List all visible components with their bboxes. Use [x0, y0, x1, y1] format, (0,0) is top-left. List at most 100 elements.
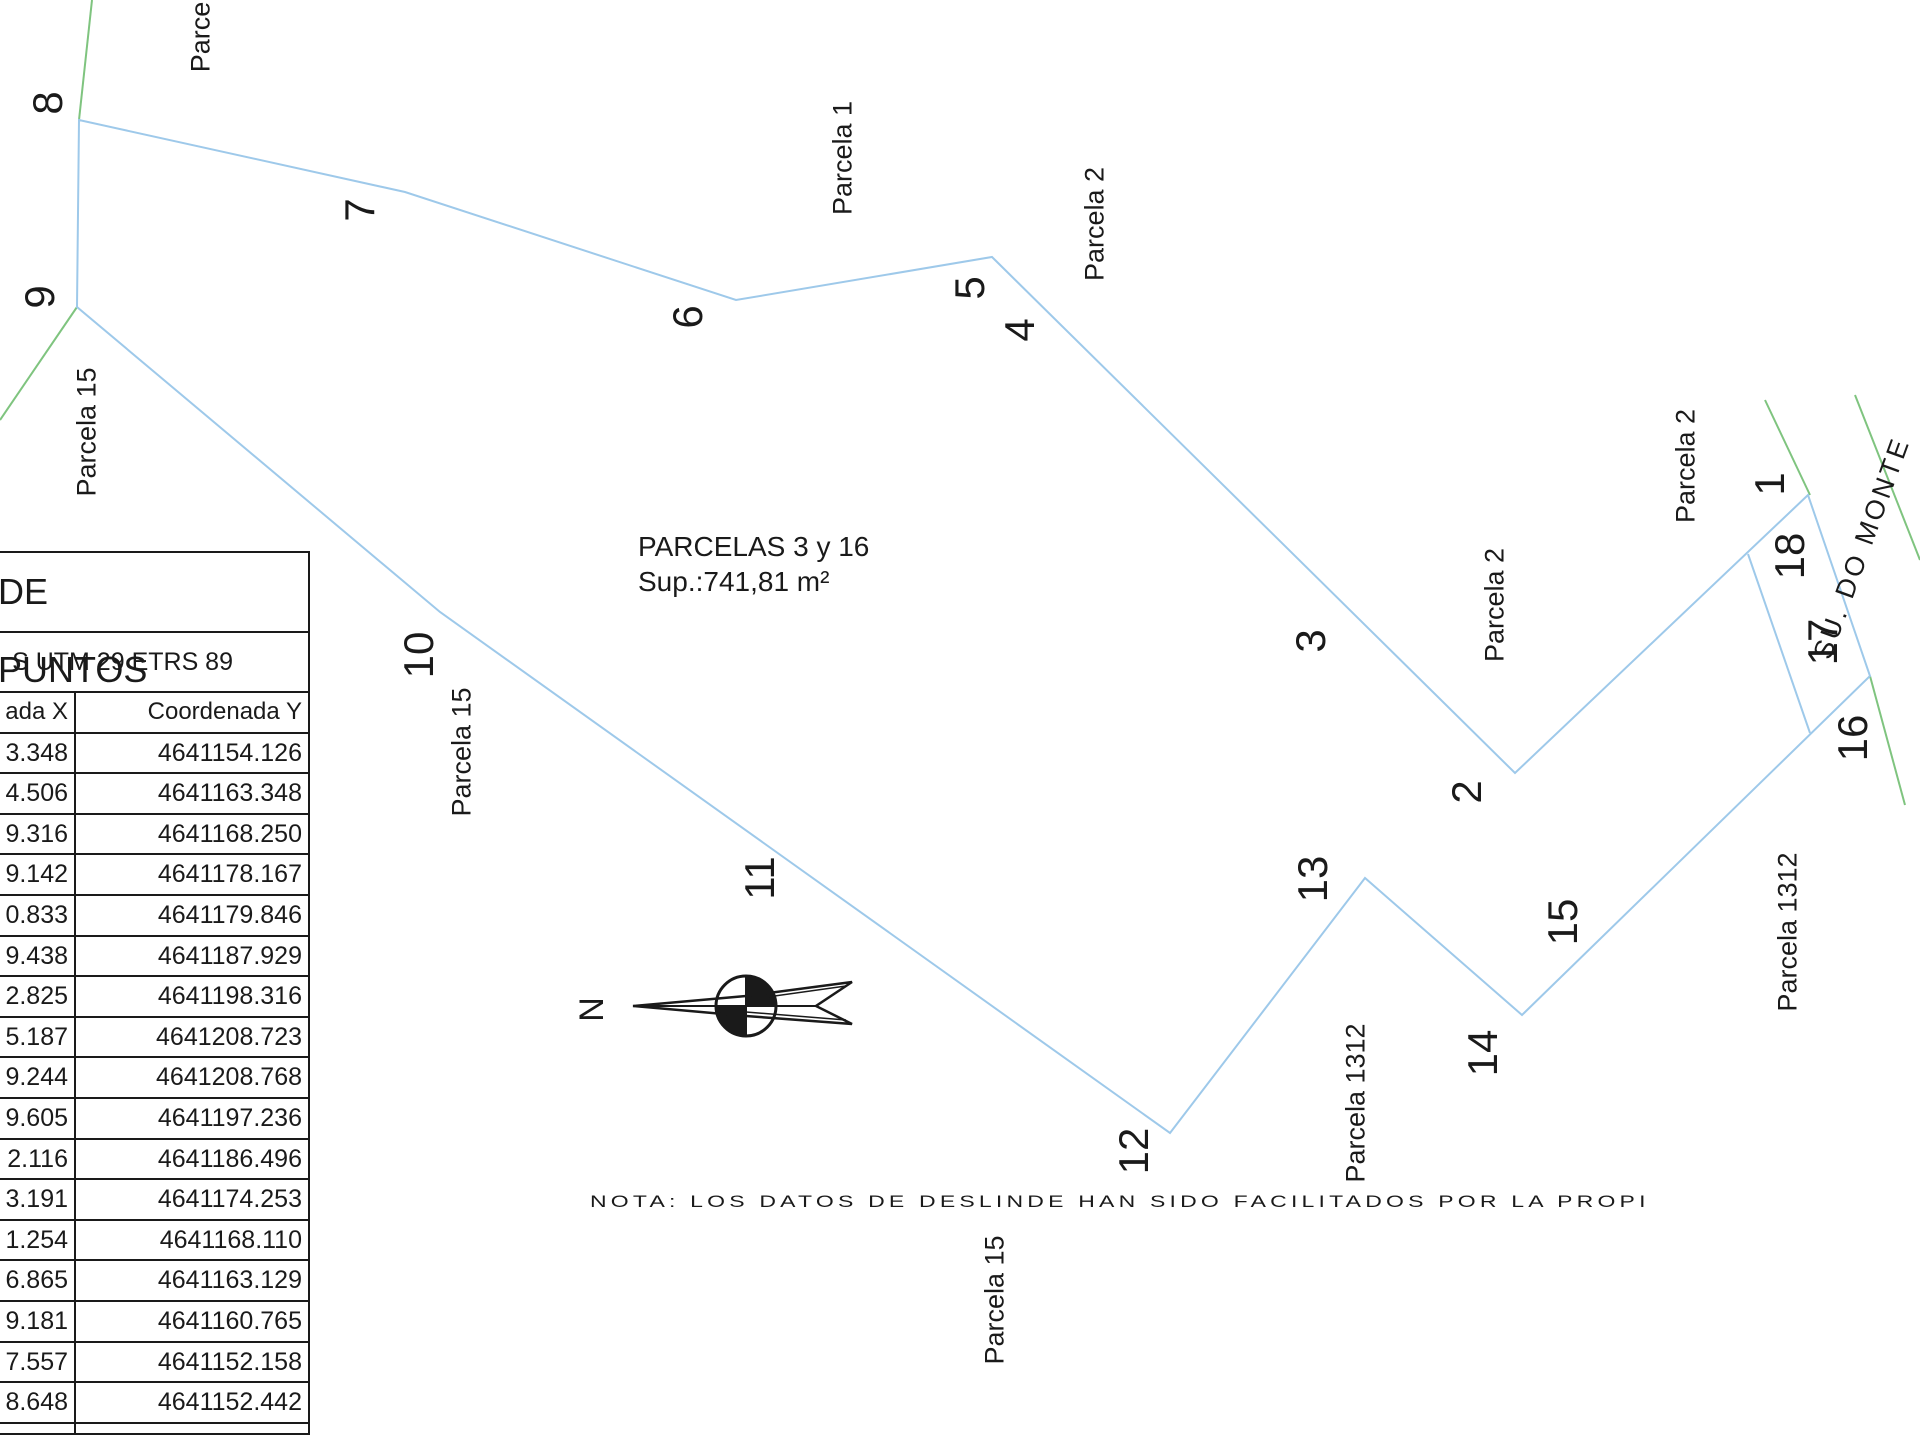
cell-x: 9.605 — [0, 1098, 76, 1138]
cell-x: 3.348 — [0, 733, 76, 773]
neighbor-boundaries — [0, 0, 1920, 806]
cell-y: 4641152.442 — [157, 1388, 302, 1417]
table-row: 9.605 4641197.236 — [0, 1098, 308, 1140]
cell-y: 4641168.250 — [157, 819, 302, 848]
vertex-label: 8 — [24, 91, 71, 115]
parcel-label: Parcela 2 — [1670, 408, 1701, 524]
boundary-note: NOTA: LOS DATOS DE DESLINDE HAN SIDO FAC… — [590, 1192, 1650, 1211]
table-row: 9.181 4641160.765 — [0, 1301, 308, 1343]
parcel-boundary — [75, 118, 1872, 1135]
cell-x: 2.558 — [0, 1423, 76, 1433]
cell-x: 2.825 — [0, 977, 76, 1016]
cell-x: 9.244 — [0, 1058, 76, 1097]
cell-y: 4641208.768 — [156, 1063, 302, 1092]
parcel-label: Parcela 1312 — [1340, 1023, 1371, 1183]
cell-x: 6.865 — [0, 1261, 76, 1300]
table-header-row: ada X Coordenada Y — [0, 693, 308, 734]
cell-x: 9.142 — [0, 855, 76, 894]
header-x: ada X — [0, 693, 76, 732]
cell-y: 4641154.126 — [157, 738, 302, 767]
parcel-name: PARCELAS 3 y 16 — [638, 531, 870, 562]
table-row: 9.316 4641168.250 — [0, 814, 308, 856]
cell-x: 9.181 — [0, 1301, 76, 1341]
cell-y: 4641153.763 — [76, 1424, 308, 1433]
cell-y: 4641179.846 — [157, 900, 302, 929]
parcel-surface: Sup.:741,81 m² — [638, 566, 830, 597]
table-row: 2.825 4641198.316 — [0, 977, 308, 1018]
vertex-label: 13 — [1289, 855, 1336, 903]
vertex-label: 4 — [996, 318, 1043, 342]
parcel-label: Parcela 2 — [1479, 547, 1510, 663]
vertex-label: 18 — [1766, 532, 1813, 580]
cell-y: 4641152.158 — [157, 1347, 302, 1376]
table-row: 2.5584641153.763 — [0, 1423, 308, 1433]
vertex-label: 15 — [1539, 898, 1586, 946]
cell-x: 1.254 — [0, 1220, 76, 1260]
table-row: 3.191 4641174.253 — [0, 1180, 308, 1221]
neighbor-boundary-line — [78, 0, 93, 121]
table-row: 6.865 4641163.129 — [0, 1261, 308, 1302]
vertex-label: 14 — [1459, 1029, 1506, 1077]
cell-y: 4641163.348 — [157, 779, 302, 808]
header-y: Coordenada Y — [147, 698, 302, 725]
vertex-label: 6 — [664, 305, 711, 329]
cell-x: 2.116 — [0, 1139, 76, 1179]
table-row: 5.187 4641208.723 — [0, 1017, 308, 1059]
cell-y: 4641198.316 — [157, 982, 302, 1011]
cell-y: 4641208.723 — [156, 1022, 302, 1051]
cell-y: 4641197.236 — [157, 1103, 302, 1132]
parcel-label: Parcela 15 — [446, 687, 477, 817]
table-row: 9.244 4641208.768 — [0, 1058, 308, 1099]
table-row: 1.254 4641168.110 — [0, 1220, 308, 1262]
neighbor-boundary-line — [1764, 399, 1811, 496]
vertex-label: 11 — [736, 856, 783, 900]
parcel-label: Parcela 1 — [827, 100, 858, 216]
cell-y: 4641174.253 — [157, 1185, 302, 1214]
cell-y: 4641187.929 — [157, 941, 302, 970]
vertex-label: 3 — [1287, 629, 1334, 653]
cell-y: 4641160.765 — [157, 1306, 302, 1335]
cell-y: 4641168.110 — [159, 1225, 302, 1254]
north-arrow-icon — [632, 974, 853, 1038]
neighbor-boundary-line — [1869, 675, 1906, 806]
north-label: N — [572, 997, 611, 1022]
parcel-label: Parcela 15 — [71, 367, 102, 497]
table-row: 3.348 4641154.126 — [0, 733, 308, 775]
neighbor-boundary-line — [1854, 394, 1920, 561]
cell-x: 5.187 — [0, 1017, 76, 1057]
coordinates-table: DE PUNTOS S UTM 29 ETRS 89 ada X Coorden… — [0, 551, 310, 1435]
cell-x: 9.316 — [0, 814, 76, 854]
table-row: 9.438 4641187.929 — [0, 936, 308, 978]
cell-y: 4641163.129 — [157, 1266, 302, 1295]
neighbor-boundary-line — [0, 306, 78, 421]
vertex-label: 16 — [1829, 714, 1876, 762]
vertex-label: 7 — [336, 198, 383, 222]
parcel-label: Parcela 15 — [979, 1235, 1010, 1365]
vertex-label: 12 — [1110, 1127, 1157, 1175]
vertex-label: 2 — [1443, 780, 1490, 804]
parcel-area-label: PARCELAS 3 y 16 Sup.:741,81 m² — [638, 529, 869, 599]
table-row: 8.648 4641152.442 — [0, 1383, 308, 1424]
table-row: 9.142 4641178.167 — [0, 855, 308, 896]
vertex-label: 5 — [946, 276, 993, 300]
parcel-inner-line — [1747, 553, 1811, 734]
cell-x: 8.648 — [0, 1383, 76, 1422]
table-subtitle: S UTM 29 ETRS 89 — [0, 633, 308, 693]
table-body: 3.348 4641154.126 4.506 4641163.348 9.316 464… — [0, 733, 308, 1433]
cell-x: 0.833 — [0, 895, 76, 935]
table-row: 7.557 4641152.158 — [0, 1342, 308, 1384]
table-title: DE PUNTOS — [0, 553, 308, 690]
cell-y: 4641178.167 — [157, 860, 302, 889]
cell-x: 7.557 — [0, 1342, 76, 1382]
cell-x: 9.438 — [0, 936, 76, 976]
vertex-label: 9 — [16, 285, 63, 309]
vertex-label: 10 — [395, 631, 442, 679]
parcel-label: Parcela 2 — [1079, 166, 1110, 282]
vertex-label: 1 — [1746, 472, 1793, 496]
cell-x: 3.191 — [0, 1180, 76, 1219]
parcel-label: Parcel — [185, 0, 216, 73]
parcel-label: Parcela 1312 — [1772, 852, 1803, 1012]
cell-x: 4.506 — [0, 774, 76, 813]
